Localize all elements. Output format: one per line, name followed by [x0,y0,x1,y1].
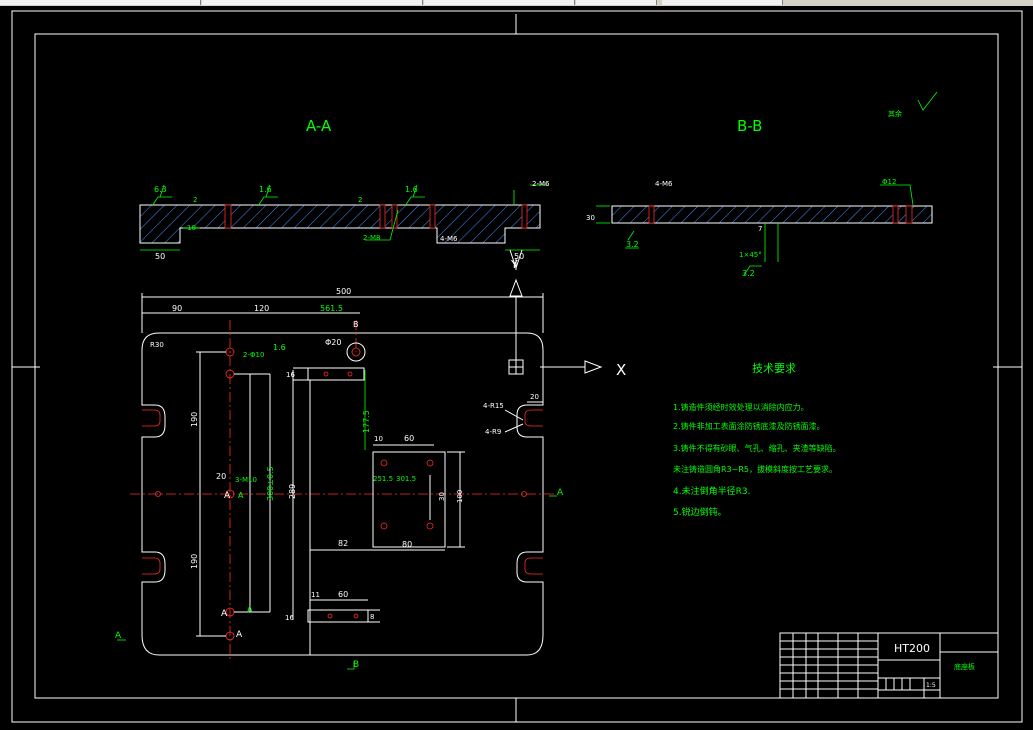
technical-requirements: 技术要求 1.铸造件须经时效处理以消除内应力。 2.铸件非加工表面涂防锈底漆及防… [673,362,841,518]
plan-dim-190b: 190 [190,554,199,569]
plan-dim-80: 80 [402,540,412,549]
section-aa-label: A-A [306,117,332,135]
plan-r15: 4-R15 [483,402,504,410]
tech-title: 技术要求 [752,362,796,375]
plan-dim-20a: 20 [216,472,226,481]
bb-roughness-3.2b: 3.2 [742,269,755,278]
bb-chamfer-label: 1×45° [739,251,762,259]
plan-r9: 4-R9 [485,428,501,436]
plan-view-outline [141,332,544,656]
window-tab[interactable] [202,0,423,5]
window-tab[interactable] [662,0,783,5]
plan-dim-20b: 20 [530,393,539,401]
plan-label-a1: A [224,491,231,501]
plan-dim-60b: 60 [338,590,348,599]
plan-label-a3: A [221,609,228,619]
window-tab[interactable] [0,0,201,5]
aa-roughness-6.3: 6.3 [154,185,167,194]
aa-roughness-1.6a: 1.6 [259,185,272,194]
plan-dim-8: 8 [370,613,374,621]
roughness-symbol-icon [917,91,938,111]
plan-dim-500: 500 [336,287,351,296]
tech-item-5: 5.锐边倒钝。 [673,506,727,518]
axis-x-label: X [616,361,626,379]
title-part-name: 底座板 [954,662,975,671]
plan-dim-82: 82 [338,539,348,548]
x-arrow-icon [584,360,603,374]
plan-dim-301: 301.5 [396,475,416,483]
aa-holes-2-m8: 2-M8 [363,234,380,242]
central-pocket [310,444,465,551]
plan-cut-a-left: A [115,631,122,641]
aa-dim-50-right: 50 [514,252,524,261]
tech-item-2: 2.铸件非加工表面涂防锈底漆及防锈面漆。 [673,421,825,431]
lower-slot [307,599,380,623]
aa-holes-4-m6: 4-M6 [440,235,458,243]
bb-roughness-3.2: 3.2 [626,240,639,249]
plan-dim-10: 10 [374,435,383,443]
aa-roughness-1.6b: 1.6 [405,185,418,194]
roughness-other-note: 其余 [888,109,902,118]
plan-holes-2-phi10: 2-Φ10 [243,351,264,359]
plan-label-a2: A [238,491,244,500]
plan-dim-177: 177.5 [362,410,371,433]
plan-dim-289: 289 [288,484,297,499]
title-scale: 1:5 [926,682,936,689]
bb-holes-4-m6: 4-M6 [655,180,673,188]
plan-label-a5: A [247,605,253,614]
plan-dim-300: 300±0.5 [266,466,275,501]
plan-dim-251: 251.5 [373,475,393,483]
tech-item-3: 3.铸件不得有砂眼、气孔、缩孔、夹渣等缺陷。 [673,443,841,453]
plan-dim-16b: 16 [285,614,294,622]
plan-dim-120: 120 [254,304,269,313]
plan-dim-90: 90 [172,304,182,313]
plan-label-a4: A [236,630,243,640]
section-bb-label: B-B [737,117,762,135]
axis-y-label: Y [510,258,518,271]
plan-dim-190a: 190 [190,412,199,427]
window-tab-strip [0,0,1033,6]
tech-item-3b: 未注铸造圆角R3~R5，拔模斜度按工艺要求。 [673,464,837,474]
plan-dim-30: 30 [438,492,446,501]
tech-item-1: 1.铸造件须经时效处理以消除内应力。 [673,402,809,412]
section-bb-view [596,184,933,276]
plan-phi20: Φ20 [325,338,341,347]
bb-phi-label: Φ12 [882,178,896,186]
plan-dim-561: 561.5 [320,304,343,313]
plan-cut-b-bottom: B [353,660,359,670]
window-tab[interactable] [424,0,575,5]
plan-corner-radius: R30 [150,341,164,349]
plan-holes-3-m10: 3-M10 [235,476,257,484]
plan-dim-60a: 60 [404,434,414,443]
plan-dim-100: 100 [456,490,464,503]
plan-dim-11: 11 [311,591,320,599]
bb-dim-30: 30 [586,214,595,222]
tech-item-4: 4.未注倒角半径R3. [673,485,750,497]
title-block [779,632,999,699]
plan-roughness-1.6: 1.6 [273,343,286,352]
title-material: HT200 [894,642,930,655]
plan-cut-b-top: B [353,320,359,329]
upper-slot [293,342,366,450]
plan-cut-a-right: A [557,488,564,498]
section-aa-view [139,184,548,270]
plan-dim-16a: 16 [286,371,295,379]
aa-holes-2-m6: 2-M6 [532,180,550,188]
aa-dim-2b: 2 [358,196,362,204]
window-tab[interactable] [576,0,657,5]
bb-dim-7: 7 [758,225,762,233]
aa-dim-2a: 2 [193,196,197,204]
aa-dim-10: 10 [187,224,196,232]
aa-dim-50-left: 50 [155,252,165,261]
y-arrow-icon [509,278,523,297]
left-hole-column [155,347,527,655]
